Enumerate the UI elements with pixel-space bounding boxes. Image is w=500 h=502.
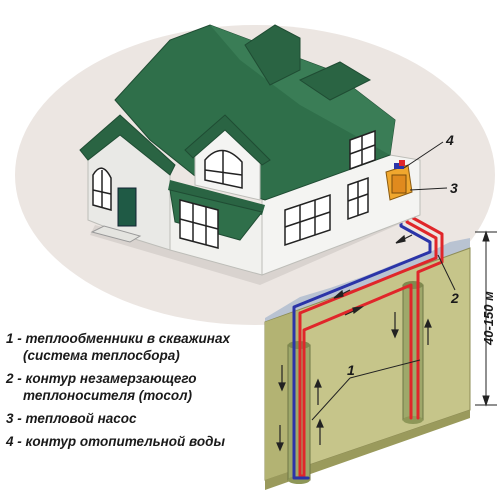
right-dormer (298, 61, 372, 101)
heat-pump-unit (385, 160, 413, 201)
borehole-right (402, 281, 424, 424)
legend-item-3-line1: 3 - тепловой насос (6, 411, 137, 426)
window-lower-center (179, 199, 219, 249)
ground-bottom (265, 410, 470, 490)
legend-item-4-line1: 4 - контур отопительной воды (6, 434, 225, 449)
legend-item-1: 1 - теплообменники в скважинах (система … (6, 330, 256, 364)
window-main-upper (349, 129, 376, 171)
window-left-arched (92, 167, 112, 211)
legend-item-1-line2: (система теплосбора) (23, 348, 180, 363)
legend: 1 - теплообменники в скважинах (система … (6, 330, 256, 456)
porch-roof (168, 180, 265, 215)
legend-item-2: 2 - контур незамерзающего теплоносителя … (6, 370, 256, 404)
leader-lines (311, 141, 456, 421)
legend-item-1-line1: 1 - теплообменники в скважинах (6, 331, 230, 346)
callout-1: 1 (347, 362, 355, 378)
depth-dimension (475, 230, 497, 407)
top-dormer (244, 24, 301, 86)
legend-item-2-line2: теплоносителя (тосол) (23, 388, 193, 403)
left-gable-roof (79, 114, 176, 176)
callout-3: 3 (450, 180, 458, 196)
house (79, 24, 421, 285)
door (117, 187, 137, 227)
pipe-cold (292, 198, 432, 480)
legend-item-2-line1: 2 - контур незамерзающего (6, 371, 197, 386)
legend-item-4: 4 - контур отопительной воды (6, 433, 256, 450)
front-dormer-roof (184, 114, 271, 166)
window-dormer (204, 149, 243, 189)
callout-4: 4 (445, 132, 454, 148)
depth-label: 40-150 м (481, 291, 496, 346)
window-main-right (347, 176, 369, 221)
door-steps (90, 225, 142, 243)
flow-arrows (276, 234, 432, 452)
window-main-lower (284, 193, 331, 247)
callout-2: 2 (450, 290, 459, 306)
legend-item-3: 3 - тепловой насос (6, 410, 256, 427)
